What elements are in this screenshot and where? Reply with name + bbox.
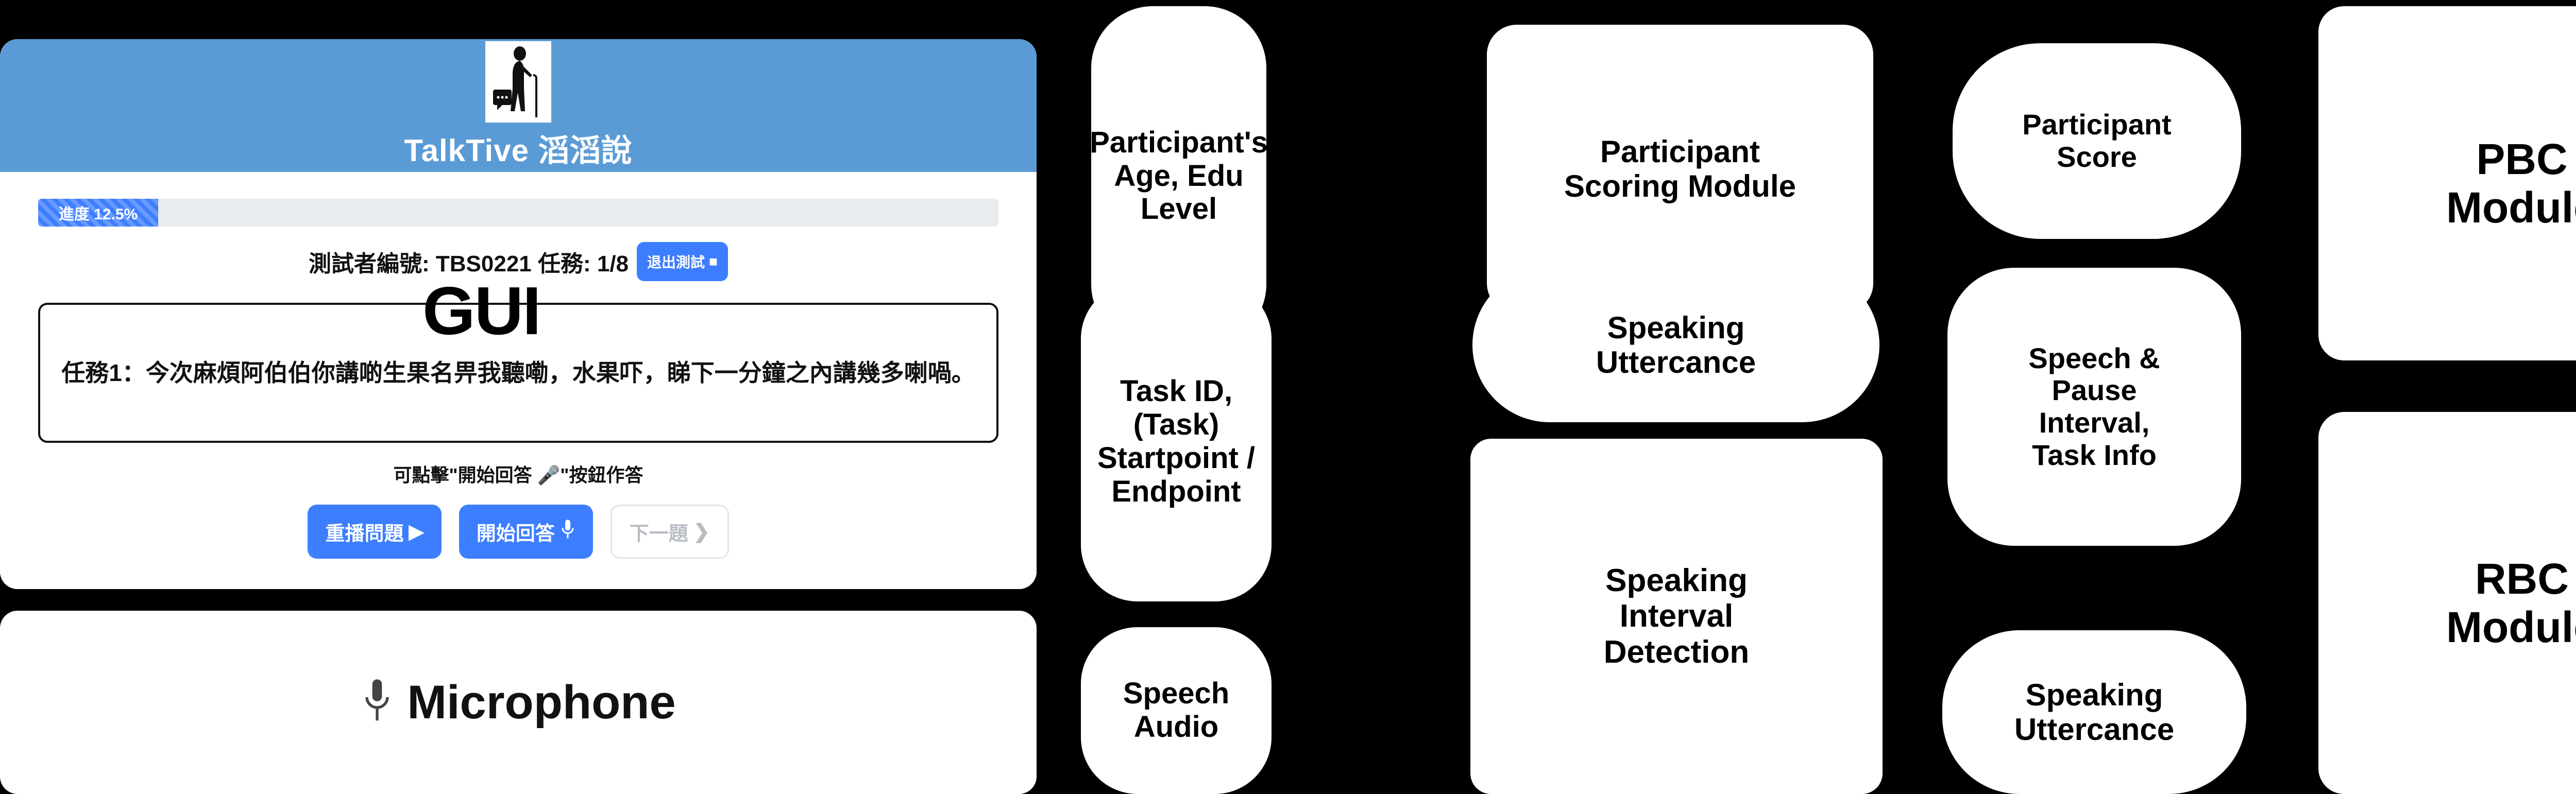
microphone-icon: [361, 678, 394, 728]
app-title: TalkTive 滔滔說: [404, 133, 633, 168]
stop-square-icon: ■: [709, 253, 718, 269]
node-rbc-module: RBC Module: [2318, 412, 2576, 794]
chevron-right-icon: ❯: [693, 521, 710, 543]
microphone-icon: [560, 519, 575, 545]
node-label: Participant Score: [2022, 108, 2172, 173]
node-task-id-startpoint-endpoint: Task ID, (Task) Startpoint / Endpoint: [1081, 282, 1272, 601]
node-speech-pause-interval: Speech & Pause Interval, Task Info: [1947, 268, 2241, 546]
node-label: Speaking Uttercance: [1596, 310, 1756, 379]
tester-id-task-label: 測試者編號: TBS0221 任務: 1/8: [309, 251, 629, 277]
replay-question-button[interactable]: 重播問題 ▶: [308, 505, 442, 559]
gui-app-header: TalkTive 滔滔說: [0, 39, 1037, 172]
node-speech-audio: Speech Audio: [1081, 627, 1272, 794]
next-question-button[interactable]: 下一題 ❯: [610, 505, 729, 559]
answer-hint-text: 可點擊"開始回答 🎤"按鈕作答: [393, 464, 643, 486]
node-label: Task ID, (Task) Startpoint / Endpoint: [1097, 374, 1256, 508]
task-prompt-text: 任務1：今次麻煩阿伯伯你講啲生果名畀我聽嘞，水果吓，睇下一分鐘之內講幾多喇喎。: [61, 359, 975, 386]
node-speaking-uttercance-bottom: Speaking Uttercance: [1942, 630, 2246, 794]
tester-info-row: 測試者編號: TBS0221 任務: 1/8 退出測試 ■: [309, 242, 728, 281]
node-participant-score: Participant Score: [1953, 43, 2241, 239]
node-label: Speaking Interval Detection: [1603, 562, 1750, 670]
replay-question-label: 重播問題: [325, 523, 404, 545]
progress-bar-fill: 進度 12.5%: [38, 199, 158, 227]
exit-test-label: 退出測試: [647, 254, 705, 270]
gui-overlay-label: GUI: [422, 273, 541, 349]
node-label: Speech & Pause Interval, Task Info: [2028, 341, 2160, 471]
task-prompt-box: 任務1：今次麻煩阿伯伯你講啲生果名畀我聽嘞，水果吓，睇下一分鐘之內講幾多喇喎。: [38, 303, 998, 443]
node-label: RBC Module: [2446, 554, 2576, 651]
node-label: Speaking Uttercance: [2014, 677, 2175, 747]
node-speaking-uttercance-top: Speaking Uttercance: [1472, 268, 1879, 422]
exit-test-button[interactable]: 退出測試 ■: [637, 242, 728, 281]
gui-body: 進度 12.5% 測試者編號: TBS0221 任務: 1/8 退出測試 ■ 任…: [0, 172, 1037, 589]
microphone-label: Microphone: [407, 676, 676, 729]
node-label: Speech Audio: [1123, 677, 1230, 744]
start-answer-label: 開始回答: [476, 523, 555, 545]
node-speaking-interval-detection: Speaking Interval Detection: [1470, 439, 1883, 794]
node-label: Participant Scoring Module: [1564, 134, 1796, 203]
node-pbc-module: PBC Module: [2318, 6, 2576, 360]
play-icon: ▶: [409, 521, 424, 543]
elderly-person-with-cane-speech-bubble-logo: [485, 41, 551, 123]
next-question-label: 下一題: [629, 523, 688, 545]
progress-bar: 進度 12.5%: [38, 199, 998, 227]
node-label: Participant's Age, Edu Level: [1090, 125, 1268, 226]
node-label: PBC Module: [2446, 134, 2576, 232]
gui-panel: TalkTive 滔滔說 進度 12.5% 測試者編號: TBS0221 任務:…: [0, 39, 1037, 589]
node-participant-scoring-module: Participant Scoring Module: [1487, 25, 1873, 313]
gui-action-buttons: 重播問題 ▶ 開始回答 下一題 ❯: [308, 505, 729, 559]
start-answer-button[interactable]: 開始回答: [459, 505, 593, 559]
microphone-node: Microphone: [0, 611, 1037, 794]
